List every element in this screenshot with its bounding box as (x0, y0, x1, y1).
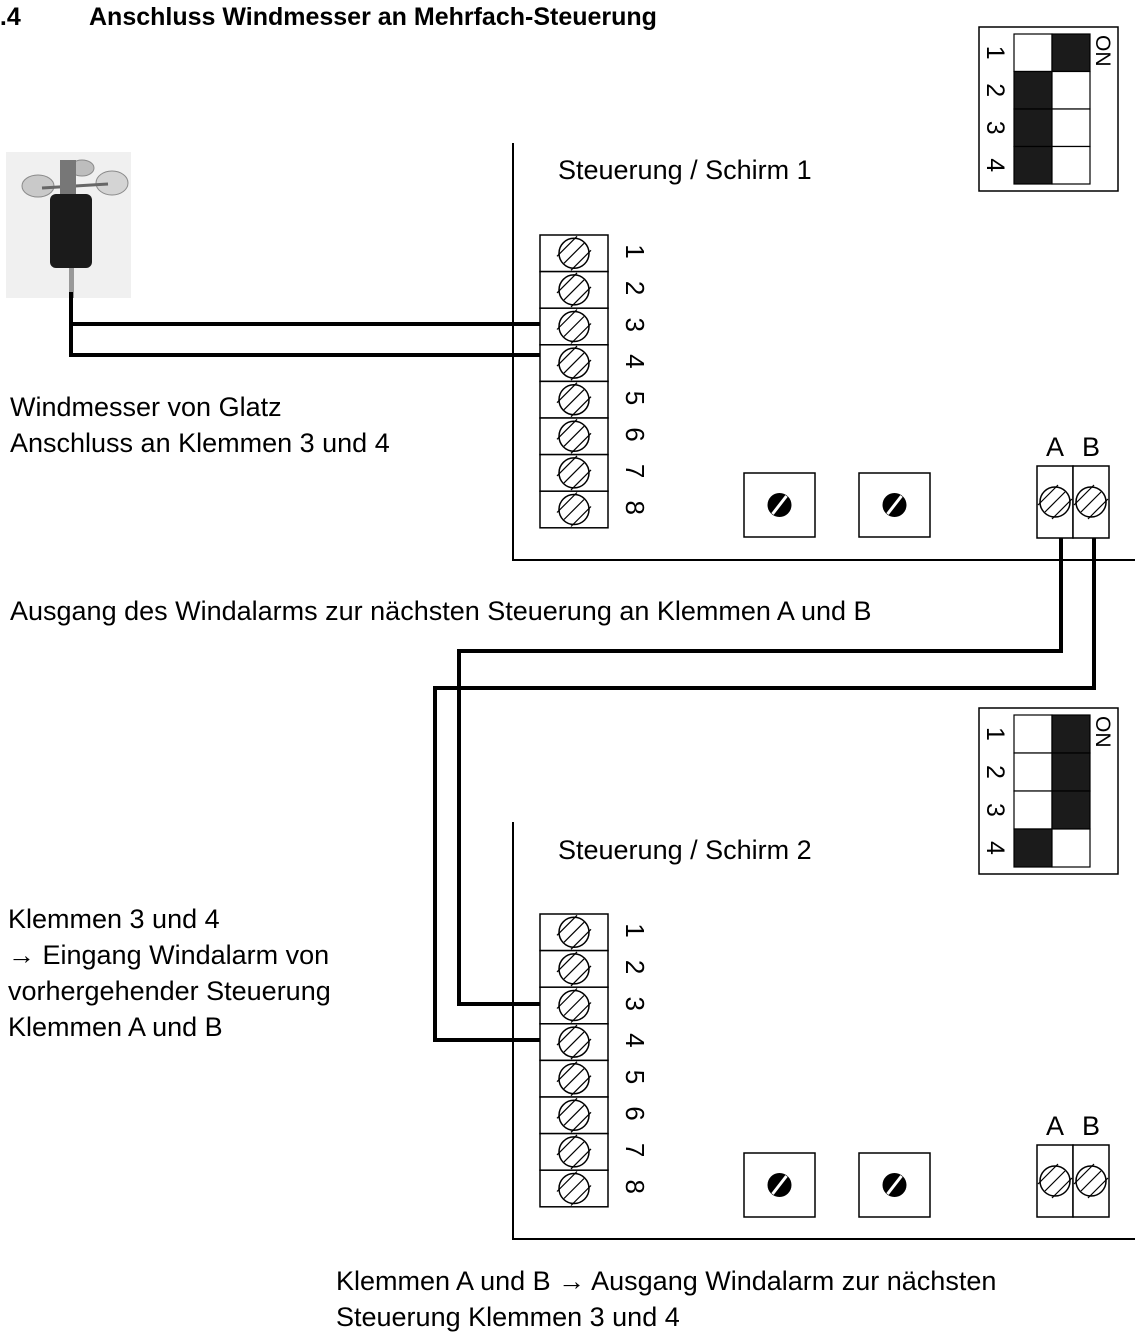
dip-on-label: ON (1091, 716, 1114, 748)
dip-switch-number: 3 (981, 803, 1009, 817)
terminal-number: 4 (620, 354, 650, 368)
terminal-number: 1 (620, 923, 650, 937)
controller-2-enclosure (512, 822, 1135, 1240)
dip-switch-cell (1013, 145, 1053, 185)
anemometer-caption-line1: Windmesser von Glatz (10, 392, 282, 422)
potentiometer (743, 472, 816, 538)
input-2-caption-line4: Klemmen A und B (8, 1012, 223, 1042)
terminal-number: 2 (620, 960, 650, 974)
dip-switch-cell (1013, 70, 1053, 110)
input-2-caption-line2: → Eingang Windalarm von (8, 940, 330, 970)
terminal-strip-2: 1 2 3 4 5 6 7 8 (539, 913, 650, 1208)
controller-2-label: Steuerung / Schirm 2 (558, 835, 812, 865)
wires (69, 292, 1096, 1042)
dip-switch-cell (1013, 33, 1053, 73)
dip-switch-number: 4 (981, 158, 1009, 172)
output-2-caption-line2: Steuerung Klemmen 3 und 4 (336, 1302, 680, 1332)
potentiometer (743, 1152, 816, 1218)
anemometer-wire-1 (69, 292, 541, 326)
dip-switch-cell (1051, 108, 1091, 148)
potentiometer (858, 472, 931, 538)
dip-switch-cell (1013, 828, 1053, 868)
dip-switch-cell (1051, 70, 1091, 110)
ab-label: B (1082, 1111, 1100, 1141)
terminal-number: 6 (620, 1106, 650, 1120)
anemometer-image (6, 152, 131, 298)
dip-switch-cell (1051, 752, 1091, 792)
link-wire-a (457, 538, 1063, 1006)
dip-on-label: ON (1091, 35, 1114, 67)
terminal-number: 7 (620, 464, 650, 478)
ab-label: B (1082, 432, 1100, 462)
terminal-number: 7 (620, 1143, 650, 1157)
dip-switch-number: 3 (981, 121, 1009, 135)
dip-switch-cell (1013, 108, 1053, 148)
output-1-caption: Ausgang des Windalarms zur nächsten Steu… (10, 596, 872, 626)
section-number: 3.4 (0, 3, 21, 31)
potentiometer (858, 1152, 931, 1218)
input-2-caption-line3: vorhergehender Steuerung (8, 976, 331, 1006)
terminal-number: 5 (620, 391, 650, 405)
dip-switch-cell (1051, 790, 1091, 830)
dip-switch-number: 1 (981, 46, 1009, 60)
terminal-number: 1 (620, 244, 650, 258)
dip-switch-cell (1051, 714, 1091, 754)
dip-switch-number: 4 (981, 841, 1009, 855)
ab-label: A (1046, 432, 1064, 462)
terminal-strip-1: 1 2 3 4 5 6 7 8 (539, 234, 650, 529)
terminal-number: 8 (620, 1180, 650, 1194)
dip-switch-2: 1 2 3 4 ON (978, 707, 1119, 875)
dip-switch-cell (1013, 714, 1053, 754)
terminal-number: 8 (620, 501, 650, 515)
terminal-number: 6 (620, 427, 650, 441)
terminal-number: 3 (620, 318, 650, 332)
dip-switch-cell (1013, 790, 1053, 830)
anemometer-caption-line2: Anschluss an Klemmen 3 und 4 (10, 428, 390, 458)
dip-switch-cell (1051, 33, 1091, 73)
terminal-number: 5 (620, 1070, 650, 1084)
anemometer-wire-2 (69, 324, 541, 357)
controller-1-enclosure (512, 143, 1135, 561)
dip-switch-number: 2 (981, 765, 1009, 779)
terminal-number: 2 (620, 281, 650, 295)
dip-switch-number: 2 (981, 83, 1009, 97)
dip-switch-number: 1 (981, 727, 1009, 741)
output-2-caption-line1: Klemmen A und B → Ausgang Windalarm zur … (336, 1266, 997, 1296)
dip-switch-cell (1051, 828, 1091, 868)
dip-switch-cell (1051, 145, 1091, 185)
controller-1-label: Steuerung / Schirm 1 (558, 155, 812, 185)
dip-switch-cell (1013, 752, 1053, 792)
input-2-caption-line1: Klemmen 3 und 4 (8, 904, 220, 934)
terminal-number: 3 (620, 997, 650, 1011)
ab-label: A (1046, 1111, 1064, 1141)
page-title: Anschluss Windmesser an Mehrfach-Steueru… (89, 3, 657, 31)
link-wire-b (433, 538, 1096, 1042)
dip-switch-1: 1 2 3 4 ON (978, 26, 1119, 192)
terminal-number: 4 (620, 1033, 650, 1047)
